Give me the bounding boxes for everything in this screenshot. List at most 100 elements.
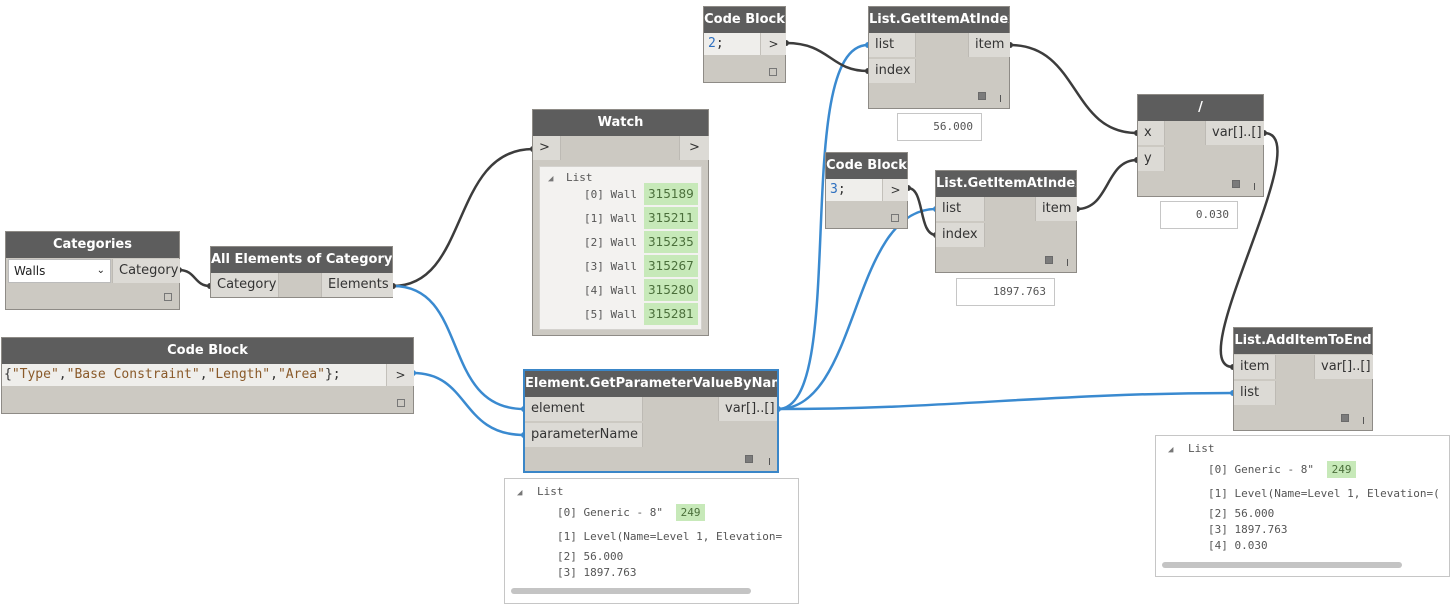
node-title: All Elements of Category [211, 247, 392, 273]
preview-toggle-icon[interactable] [1341, 414, 1349, 422]
horizontal-scrollbar[interactable] [1162, 562, 1402, 568]
watch-list-item: [4] Wall 315280 [584, 279, 698, 301]
input-port-x[interactable]: x [1138, 121, 1165, 145]
watch-item-index: [0] Wall [584, 188, 637, 201]
list-item: [4] 0.030 [1208, 539, 1268, 552]
get-parameter-value-by-name-node[interactable]: Element.GetParameterValueByName element … [523, 369, 779, 473]
category-dropdown[interactable]: Walls ⌄ [8, 259, 111, 283]
input-port-item[interactable]: item [1234, 355, 1276, 379]
wire-getparam-to-getitemmid [777, 207, 937, 411]
node-title: Categories [6, 232, 179, 258]
lacing-icon [1000, 95, 1001, 102]
output-port-category[interactable]: Category [112, 259, 180, 283]
watch-item-index: [1] Wall [584, 212, 637, 225]
list-label: List [1188, 442, 1215, 455]
input-port-category[interactable]: Category [211, 273, 279, 297]
output-port-item[interactable]: item [968, 33, 1010, 57]
preview-toggle-icon[interactable] [1045, 256, 1053, 264]
input-port-list[interactable]: list [1234, 381, 1276, 405]
node-title: / [1138, 95, 1263, 121]
preview-toggle-icon[interactable] [164, 293, 172, 301]
input-port-y[interactable]: y [1138, 147, 1165, 171]
preview-toggle-icon[interactable] [745, 455, 753, 463]
node-title: List.AddItemToEnd [1234, 328, 1372, 354]
output-port[interactable]: > [882, 179, 908, 201]
node-title: Code Block [826, 153, 907, 179]
preview-toggle-icon[interactable] [978, 92, 986, 100]
watch-item-value: 315267 [643, 255, 698, 277]
watch-item-index: [4] Wall [584, 284, 637, 297]
output-port[interactable]: > [679, 136, 709, 160]
code-rest: ; [715, 36, 724, 51]
add-item-preview-list[interactable]: ◢ List [0] Generic - 8" 249 [1] Level(Na… [1155, 435, 1450, 577]
code-editor[interactable]: {"Type","Base Constraint","Length","Area… [2, 364, 386, 386]
watch-item-value: 315235 [643, 231, 698, 253]
code-editor[interactable]: 2; [704, 33, 760, 55]
node-title: Code Block [704, 7, 785, 33]
list-item: [1] Level(Name=Level 1, Elevation= [557, 530, 783, 543]
watch-list-item: [5] Wall 315281 [584, 303, 698, 325]
node-title: List.GetItemAtIndex [869, 7, 1009, 33]
watch-item-index: [3] Wall [584, 260, 637, 273]
preview-value: 0.030 [1160, 201, 1238, 229]
input-port-list[interactable]: list [869, 33, 916, 57]
code-string-1: "Type" [11, 367, 59, 382]
watch-item-value: 315280 [643, 279, 698, 301]
code-block-node-strings[interactable]: Code Block {"Type","Base Constraint","Le… [1, 337, 414, 414]
list-label: List [566, 171, 593, 184]
output-port-item[interactable]: item [1035, 197, 1077, 221]
watch-item-index: [5] Wall [584, 308, 637, 321]
input-port-parametername[interactable]: parameterName [525, 423, 643, 447]
code-editor[interactable]: 3; [826, 179, 882, 201]
preview-toggle-icon[interactable] [891, 214, 899, 222]
list-item: [2] 56.000 [1208, 507, 1275, 520]
input-port-element[interactable]: element [525, 397, 643, 421]
list-item: [2] 56.000 [557, 550, 624, 563]
collapse-triangle-icon[interactable]: ◢ [517, 488, 523, 498]
collapse-triangle-icon[interactable]: ◢ [1168, 445, 1174, 455]
node-title: Code Block [2, 338, 413, 364]
output-port-elements[interactable]: Elements [321, 273, 393, 297]
add-item-to-end-node[interactable]: List.AddItemToEnd item list var[]..[] [1233, 327, 1373, 431]
horizontal-scrollbar[interactable] [511, 588, 751, 594]
code-block-node-top[interactable]: Code Block 2; > [703, 6, 786, 83]
output-port[interactable]: > [760, 33, 786, 55]
output-port[interactable]: > [386, 364, 414, 386]
preview-toggle-icon[interactable] [1232, 180, 1240, 188]
output-port-var[interactable]: var[]..[] [1314, 355, 1373, 379]
watch-item-value: 315281 [643, 303, 698, 325]
watch-item-value: 315211 [643, 207, 698, 229]
get-param-preview-list[interactable]: ◢ List [0] Generic - 8" 249 [1] Level(Na… [504, 478, 799, 604]
lacing-icon [1363, 417, 1364, 424]
all-elements-of-category-node[interactable]: All Elements of Category Category Elemen… [210, 246, 393, 298]
code-string-4: "Area" [277, 367, 325, 382]
categories-node[interactable]: Categories Walls ⌄ Category [5, 231, 180, 310]
code-block-node-mid[interactable]: Code Block 3; > [825, 152, 908, 229]
wire-categories-to-allelements [178, 268, 211, 288]
divide-node[interactable]: / x y var[]..[] [1137, 94, 1264, 197]
list-item: [3] 1897.763 [1208, 523, 1288, 536]
lacing-icon [769, 458, 770, 465]
collapse-triangle-icon[interactable]: ◢ [548, 174, 554, 184]
list-label: List [537, 485, 564, 498]
get-item-at-index-node-top[interactable]: List.GetItemAtIndex list index item [868, 6, 1010, 109]
input-port-index[interactable]: index [936, 223, 985, 247]
wire-getparam-to-additem [777, 391, 1234, 411]
output-port-var[interactable]: var[]..[] [718, 397, 777, 421]
watch-list-item: [3] Wall 315267 [584, 255, 698, 277]
preview-toggle-icon[interactable] [769, 68, 777, 76]
dropdown-selected: Walls [14, 264, 46, 278]
input-port-list[interactable]: list [936, 197, 985, 221]
preview-toggle-icon[interactable] [397, 399, 405, 407]
input-port-index[interactable]: index [869, 59, 916, 83]
get-item-at-index-node-mid[interactable]: List.GetItemAtIndex list index item [935, 170, 1077, 273]
code-string-2: "Base Constraint" [66, 367, 200, 382]
list-item-value: 249 [1326, 461, 1357, 478]
list-item-value: 249 [675, 504, 706, 521]
code-string-3: "Length" [207, 367, 271, 382]
output-port-var[interactable]: var[]..[] [1205, 121, 1264, 145]
input-port[interactable]: > [533, 136, 561, 160]
node-title: Element.GetParameterValueByName [525, 371, 777, 397]
